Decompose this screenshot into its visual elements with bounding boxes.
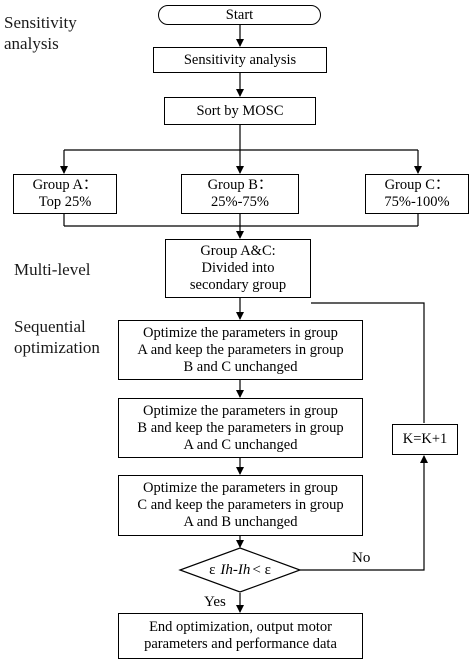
region-label-multilevel: Multi-level bbox=[14, 260, 91, 279]
edge-label-no: No bbox=[352, 550, 371, 566]
edge-loop-back bbox=[311, 302, 425, 423]
start-node: Start bbox=[158, 5, 321, 25]
edge-decision-no bbox=[300, 455, 428, 571]
edge-label-yes: Yes bbox=[204, 594, 226, 610]
group-a-box: Group A：Top 25% bbox=[13, 174, 117, 214]
sort-by-mosc-box: Sort by MOSC bbox=[164, 97, 316, 125]
sensitivity-analysis-box: Sensitivity analysis bbox=[153, 47, 327, 73]
increment-k-box: K=K+1 bbox=[392, 424, 458, 455]
group-c-box: Group C：75%-100% bbox=[365, 174, 469, 214]
decision-diamond bbox=[178, 547, 302, 593]
region-label-sequential: Sequential optimization bbox=[14, 317, 100, 357]
group-b-box: Group B：25%-75% bbox=[181, 174, 299, 214]
region-label-sensitivity: Sensitivity analysis bbox=[4, 13, 77, 53]
